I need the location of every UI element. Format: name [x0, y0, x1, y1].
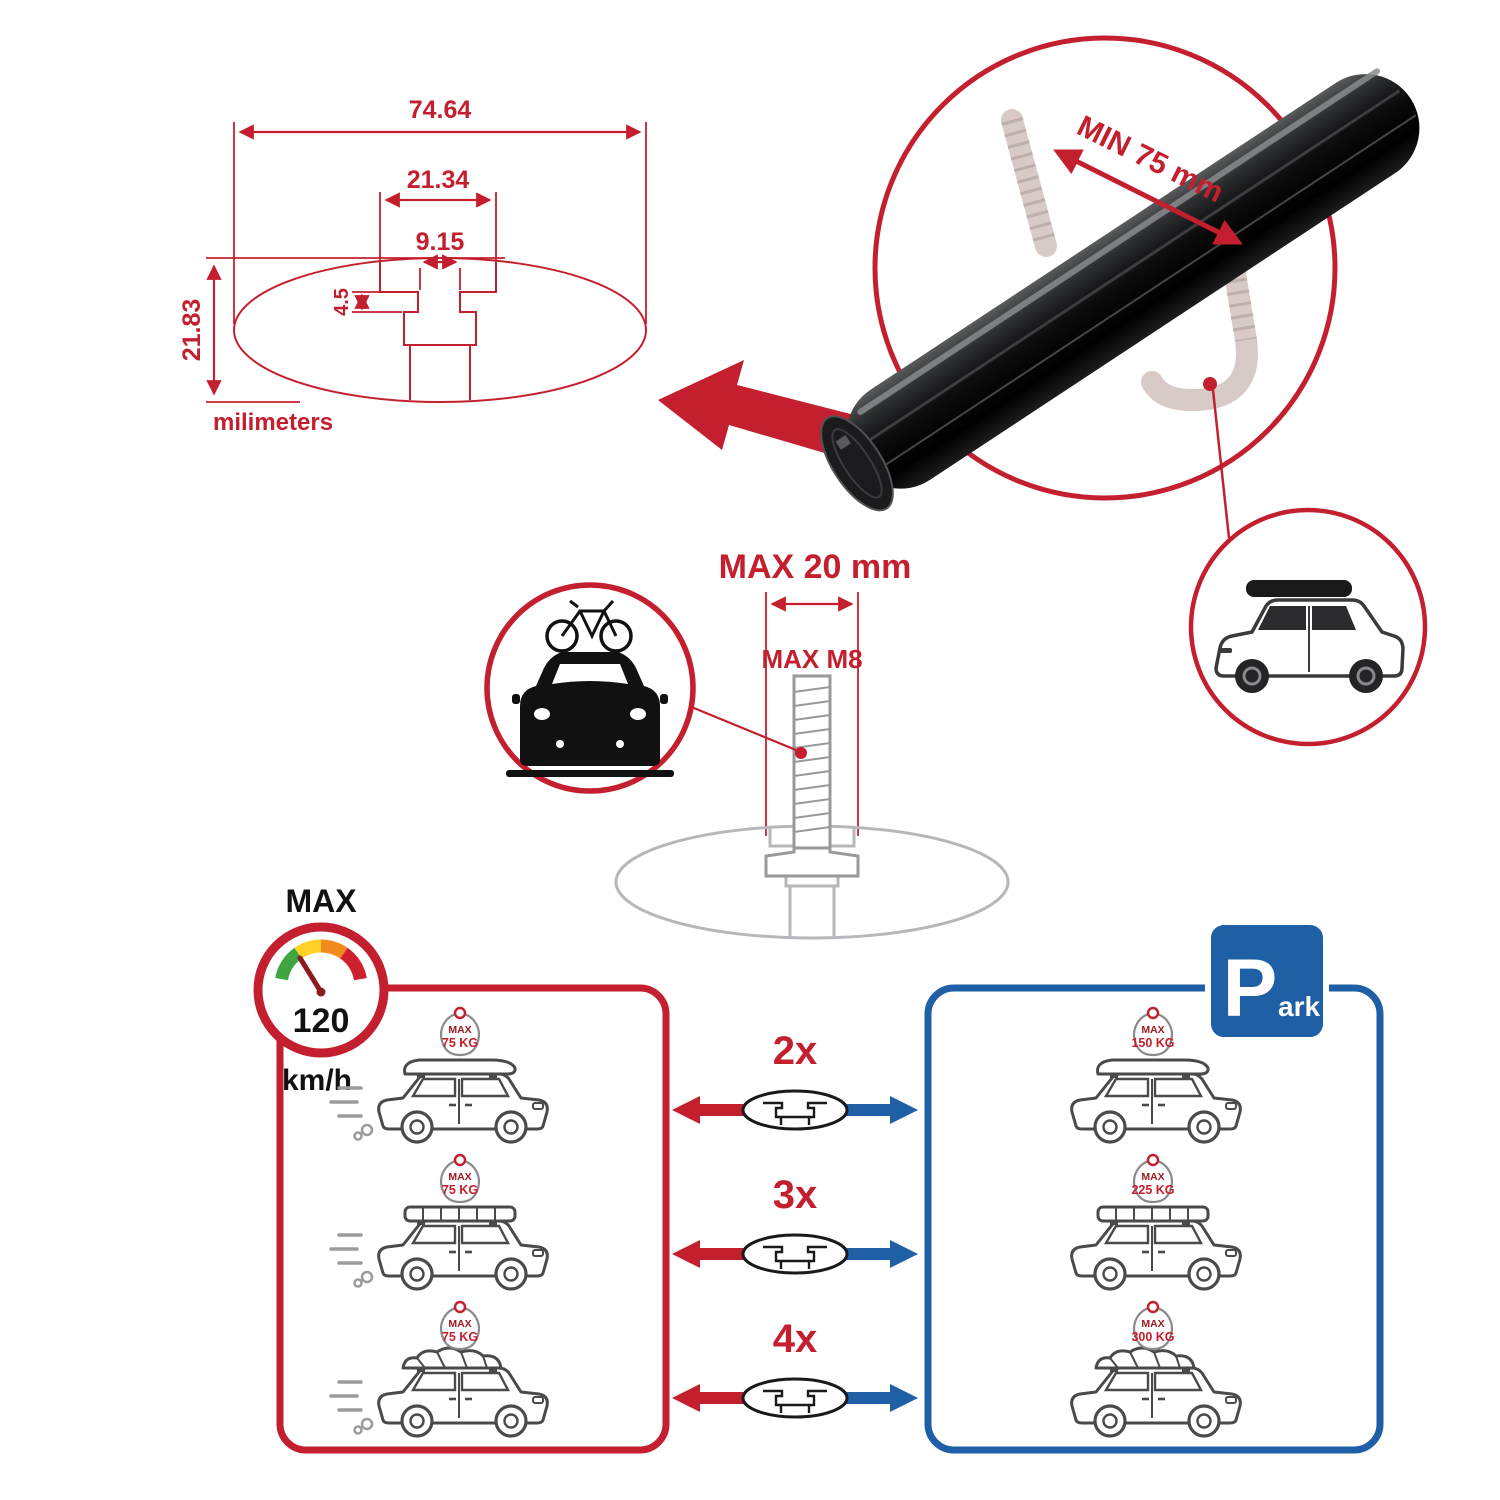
dim-height-label: 21.83: [178, 299, 206, 362]
row-multiplier-3x: 3x: [672, 1173, 918, 1275]
car-front-circle: [484, 582, 696, 794]
clamp-hooks: [1001, 109, 1258, 412]
car-driving-row1: MAX 75 KG: [329, 1006, 549, 1144]
load-tag-value: 75 KG: [442, 1183, 478, 1197]
blue-arrow-3x: [845, 1240, 918, 1268]
row-multiplier-4x: 4x: [672, 1317, 918, 1419]
bolt-callout-dot: [795, 747, 807, 759]
suv-illustration: [1214, 580, 1405, 693]
min-span-arrow: [1053, 149, 1243, 245]
blue-arrow-4x: [845, 1384, 918, 1412]
load-tag-value: 150 KG: [1131, 1036, 1174, 1050]
units-label: milimeters: [213, 409, 333, 436]
load-tag-max: MAX: [1141, 1171, 1164, 1183]
load-tag-value: 75 KG: [442, 1036, 478, 1050]
speed-unit: km/h: [282, 1064, 352, 1097]
bolt-callout-line: [688, 704, 797, 752]
dim-total-width-label: 74.64: [409, 96, 472, 124]
park-sign: P ark: [1205, 919, 1329, 1043]
load-tag-value: 75 KG: [442, 1330, 478, 1344]
bolt-illustration: [764, 674, 860, 878]
car-parked-row3: MAX 300 KG: [1070, 1300, 1242, 1438]
speed-limit-badge: MAX 120 km/h: [253, 883, 389, 1097]
crossbar-icon-4x: [741, 1377, 849, 1419]
callout-line: [1211, 389, 1231, 539]
crossbar-icon-3x: [741, 1233, 849, 1275]
car-driving-row2: MAX 75 KG: [329, 1153, 549, 1291]
max-width-dimension: [765, 592, 859, 836]
bike-car-icon: [506, 599, 674, 777]
car-driving-row3: MAX 75 KG: [329, 1300, 549, 1438]
dim-slot-outer: 21.34: [379, 166, 497, 288]
callout-dot: [1203, 377, 1217, 391]
dim-slot-depth: 4.5: [331, 288, 416, 316]
car-parked-row1: MAX 150 KG: [1070, 1006, 1242, 1144]
load-tag-max: MAX: [1141, 1318, 1164, 1330]
park-sign-rest: ark: [1278, 991, 1320, 1022]
car-parked-row2: MAX 225 KG: [1070, 1153, 1242, 1291]
speedometer-icon: [275, 939, 367, 997]
bolt-diagram: MAX 20 mm MAX M8: [614, 548, 1010, 940]
suv-roofbox-circle: [1188, 507, 1428, 747]
qty-label-2x: 2x: [773, 1029, 818, 1073]
park-sign-board: [1205, 919, 1329, 1043]
load-tag-value: 225 KG: [1131, 1183, 1174, 1197]
load-tag-value: 300 KG: [1131, 1330, 1174, 1344]
red-arrow-3x: [672, 1240, 745, 1268]
crossbar-icon-2x: [741, 1089, 849, 1131]
speed-max-label: MAX: [285, 883, 357, 919]
max-width-label: MAX 20 mm: [719, 548, 912, 586]
red-arrow-2x: [672, 1096, 745, 1124]
load-tag-max: MAX: [1141, 1024, 1164, 1036]
pointer-arrow: [658, 360, 874, 464]
dim-slot-depth-label: 4.5: [331, 288, 353, 316]
bar-profile-tslot: [379, 262, 497, 346]
bar-profile-legs: [409, 345, 471, 400]
load-tag-max: MAX: [448, 1318, 471, 1330]
blue-arrow-2x: [845, 1096, 918, 1124]
dim-total-width: 74.64: [233, 96, 647, 324]
dim-slot-inner: 9.15: [416, 228, 465, 290]
dim-slot-inner-label: 9.15: [416, 228, 465, 256]
load-tag-max: MAX: [448, 1024, 471, 1036]
cross-section-diagram: 74.64 21.34 9.15 4.5 21.83: [178, 96, 647, 436]
red-arrow-4x: [672, 1384, 745, 1412]
park-sign-initial: P: [1223, 943, 1278, 1034]
load-tag-max: MAX: [448, 1171, 471, 1183]
dim-slot-outer-label: 21.34: [407, 166, 470, 194]
bar-detail-circle: MIN 75 mm: [820, 35, 1420, 539]
speed-value: 120: [293, 1002, 350, 1040]
max-thread-label: MAX M8: [761, 644, 862, 674]
qty-label-3x: 3x: [773, 1173, 818, 1217]
bar-profile-ellipse: [233, 257, 647, 403]
row-multiplier-2x: 2x: [672, 1029, 918, 1131]
qty-label-4x: 4x: [773, 1317, 818, 1361]
dim-height: 21.83: [178, 257, 505, 403]
